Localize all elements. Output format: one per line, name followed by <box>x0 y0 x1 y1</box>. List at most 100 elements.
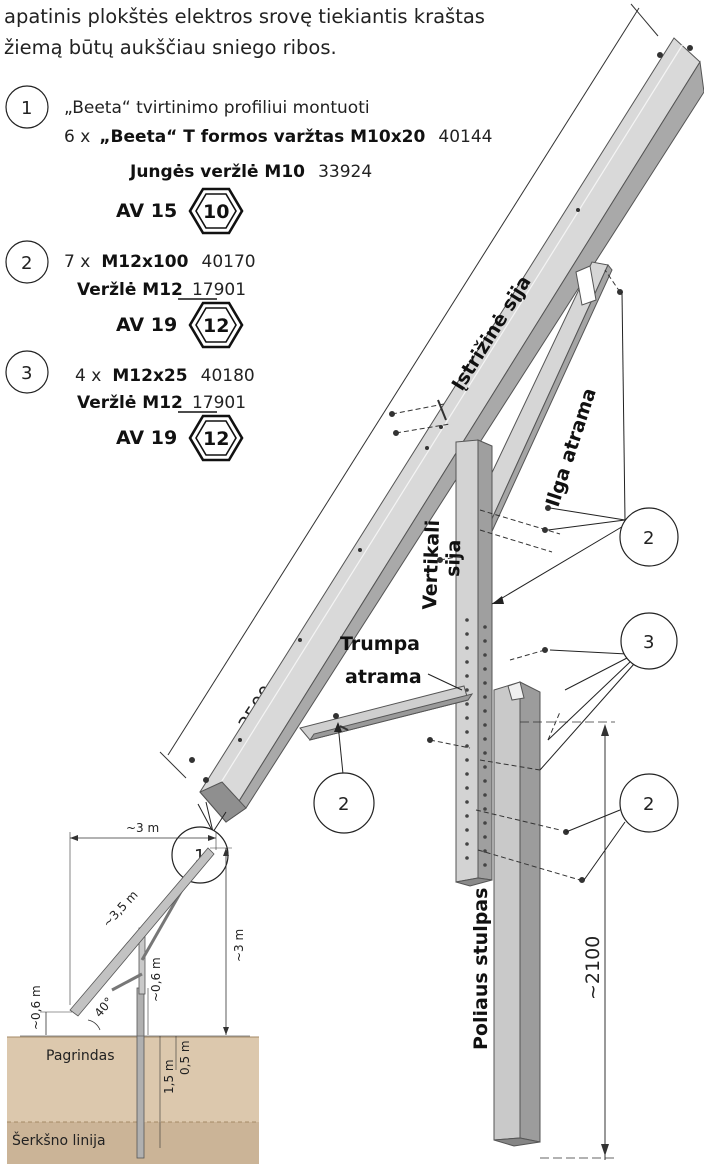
beam-hole <box>465 632 469 636</box>
beam-hole <box>483 667 487 671</box>
beam-hole <box>483 709 487 713</box>
inset-depth-2: 0,5 m <box>178 1040 192 1075</box>
beam-hole <box>483 639 487 643</box>
legend-step-1: 1 „Beeta“ tvirtinimo profiliui montuoti … <box>5 85 493 235</box>
inset-left-clearance: ~0,6 m <box>29 985 43 1030</box>
beam-hole <box>483 765 487 769</box>
callout-2-lower: 2 <box>565 773 679 881</box>
step-1-tool-size: 10 <box>203 201 229 223</box>
step-1-line-3: Jungės veržlė M10 33924 <box>129 162 372 182</box>
callout-2a-number: 2 <box>338 794 349 815</box>
step-2-nut-code: 17901 <box>192 280 246 300</box>
legend-step-2: 2 7 x M12x100 40170 Veržlė M12 17901 AV … <box>5 240 256 349</box>
step-3-bolt-code: 40180 <box>201 366 255 386</box>
step-3-line-2: Veržlė M12 17901 <box>77 393 246 413</box>
inset-width-label: ~3 m <box>126 821 159 835</box>
beam-hole <box>465 702 469 706</box>
step-1-bolt: „Beeta“ T formos varžtas M10x20 <box>99 127 425 147</box>
step-3-nut: Veržlė M12 <box>77 393 183 413</box>
beam-hole <box>465 786 469 790</box>
inset-ground-label: Pagrindas <box>46 1048 115 1064</box>
beam-hole <box>465 856 469 860</box>
beam-hole <box>465 772 469 776</box>
beam-hole <box>465 618 469 622</box>
bolts <box>189 45 693 883</box>
step-1-nut-code: 33924 <box>318 162 372 182</box>
short-brace-label-1: Trumpa <box>340 633 420 655</box>
step-3-tool-label: AV 19 <box>116 427 177 449</box>
step-1-bolt-code: 40144 <box>438 127 492 147</box>
callout-2-upper: 2 <box>491 291 679 605</box>
inset-depth-1: 1,5 m <box>162 1059 176 1094</box>
short-brace-label-2: atrama <box>345 666 422 688</box>
step-1-number: 1 <box>21 98 32 119</box>
vertical-beam-label-1: Vertikali <box>419 519 444 610</box>
inset-angle-label: 40° <box>92 995 116 1020</box>
step-2-number: 2 <box>21 253 32 274</box>
header-line-1: apatinis plokštės elektros srovę tiekian… <box>4 5 485 28</box>
beam-hole <box>483 681 487 685</box>
beam-hole <box>465 674 469 678</box>
step-1-qty: 6 x <box>64 127 90 147</box>
step-3-line-1: 4 x M12x25 40180 <box>75 366 255 386</box>
step-3-nut-code: 17901 <box>192 393 246 413</box>
legend-step-3: 3 4 x M12x25 40180 Veržlė M12 17901 AV 1… <box>5 350 255 462</box>
beam-hole <box>483 653 487 657</box>
header-line-2: žiemą būtų aukščiau sniego ribos. <box>4 36 337 59</box>
beam-hole <box>465 814 469 818</box>
step-1-tool-label: AV 15 <box>116 200 177 222</box>
step-3-circle <box>5 350 49 394</box>
vertical-beam <box>455 439 493 887</box>
step-2-qty: 7 x <box>64 252 90 272</box>
hex-wrench-icon: 12 <box>188 301 244 349</box>
step-2-line-2: Veržlė M12 17901 <box>77 280 246 300</box>
inset-frost-label: Šerkšno linija <box>12 1131 106 1149</box>
step-1-nut: Jungės veržlė M10 <box>129 162 305 182</box>
step-3-bolt: M12x25 <box>112 366 187 386</box>
beam-hole <box>483 737 487 741</box>
beam-hole <box>483 723 487 727</box>
beam-hole <box>465 660 469 664</box>
pole-dimension-label: ~2100 <box>582 936 604 1000</box>
vertical-beam-holes <box>465 618 487 867</box>
step-2-bolt: M12x100 <box>101 252 188 272</box>
short-brace <box>299 685 474 741</box>
inset-mid-clearance: ~0,6 m <box>149 957 163 1002</box>
beam-hole <box>465 688 469 692</box>
step-3-number: 3 <box>21 363 32 384</box>
callout-1: 1 <box>171 801 229 884</box>
callout-1-number: 1 <box>194 846 205 867</box>
beam-hole <box>483 751 487 755</box>
long-brace <box>459 261 613 547</box>
pole-label: Poliaus stulpas <box>470 888 492 1050</box>
beam-hole <box>483 695 487 699</box>
step-1-line-2: 6 x „Beeta“ T formos varžtas M10x20 4014… <box>64 127 493 147</box>
step-2-circle <box>5 240 49 284</box>
beam-hole <box>465 646 469 650</box>
beam-hole <box>483 807 487 811</box>
step-2-nut: Veržlė M12 <box>77 280 183 300</box>
short-brace-label-leader <box>427 673 463 691</box>
pole-dimension: ~2100 <box>520 721 615 1160</box>
pole <box>493 681 541 1147</box>
step-1-line-1: „Beeta“ tvirtinimo profiliui montuoti <box>64 98 370 118</box>
beam-hole <box>465 758 469 762</box>
vertical-beam-label-2: sija <box>442 539 465 577</box>
beam-hole <box>483 863 487 867</box>
callout-2c-number: 2 <box>643 794 654 815</box>
beam-hole <box>465 800 469 804</box>
hex-wrench-icon: 12 <box>188 414 244 462</box>
hex-wrench-icon: 10 <box>188 187 244 235</box>
callout-2b-number: 2 <box>643 528 654 549</box>
inset-diagonal-label: ~3,5 m <box>100 888 141 930</box>
beam-hole <box>483 625 487 629</box>
inset-height-label: ~3 m <box>232 929 246 962</box>
frost-layer <box>7 1122 259 1164</box>
beam-hole <box>465 716 469 720</box>
step-1-circle <box>5 85 49 129</box>
beam-hole <box>465 842 469 846</box>
beam-hole <box>465 730 469 734</box>
ground-layer <box>7 1037 259 1137</box>
callout-3: 3 <box>539 612 678 771</box>
